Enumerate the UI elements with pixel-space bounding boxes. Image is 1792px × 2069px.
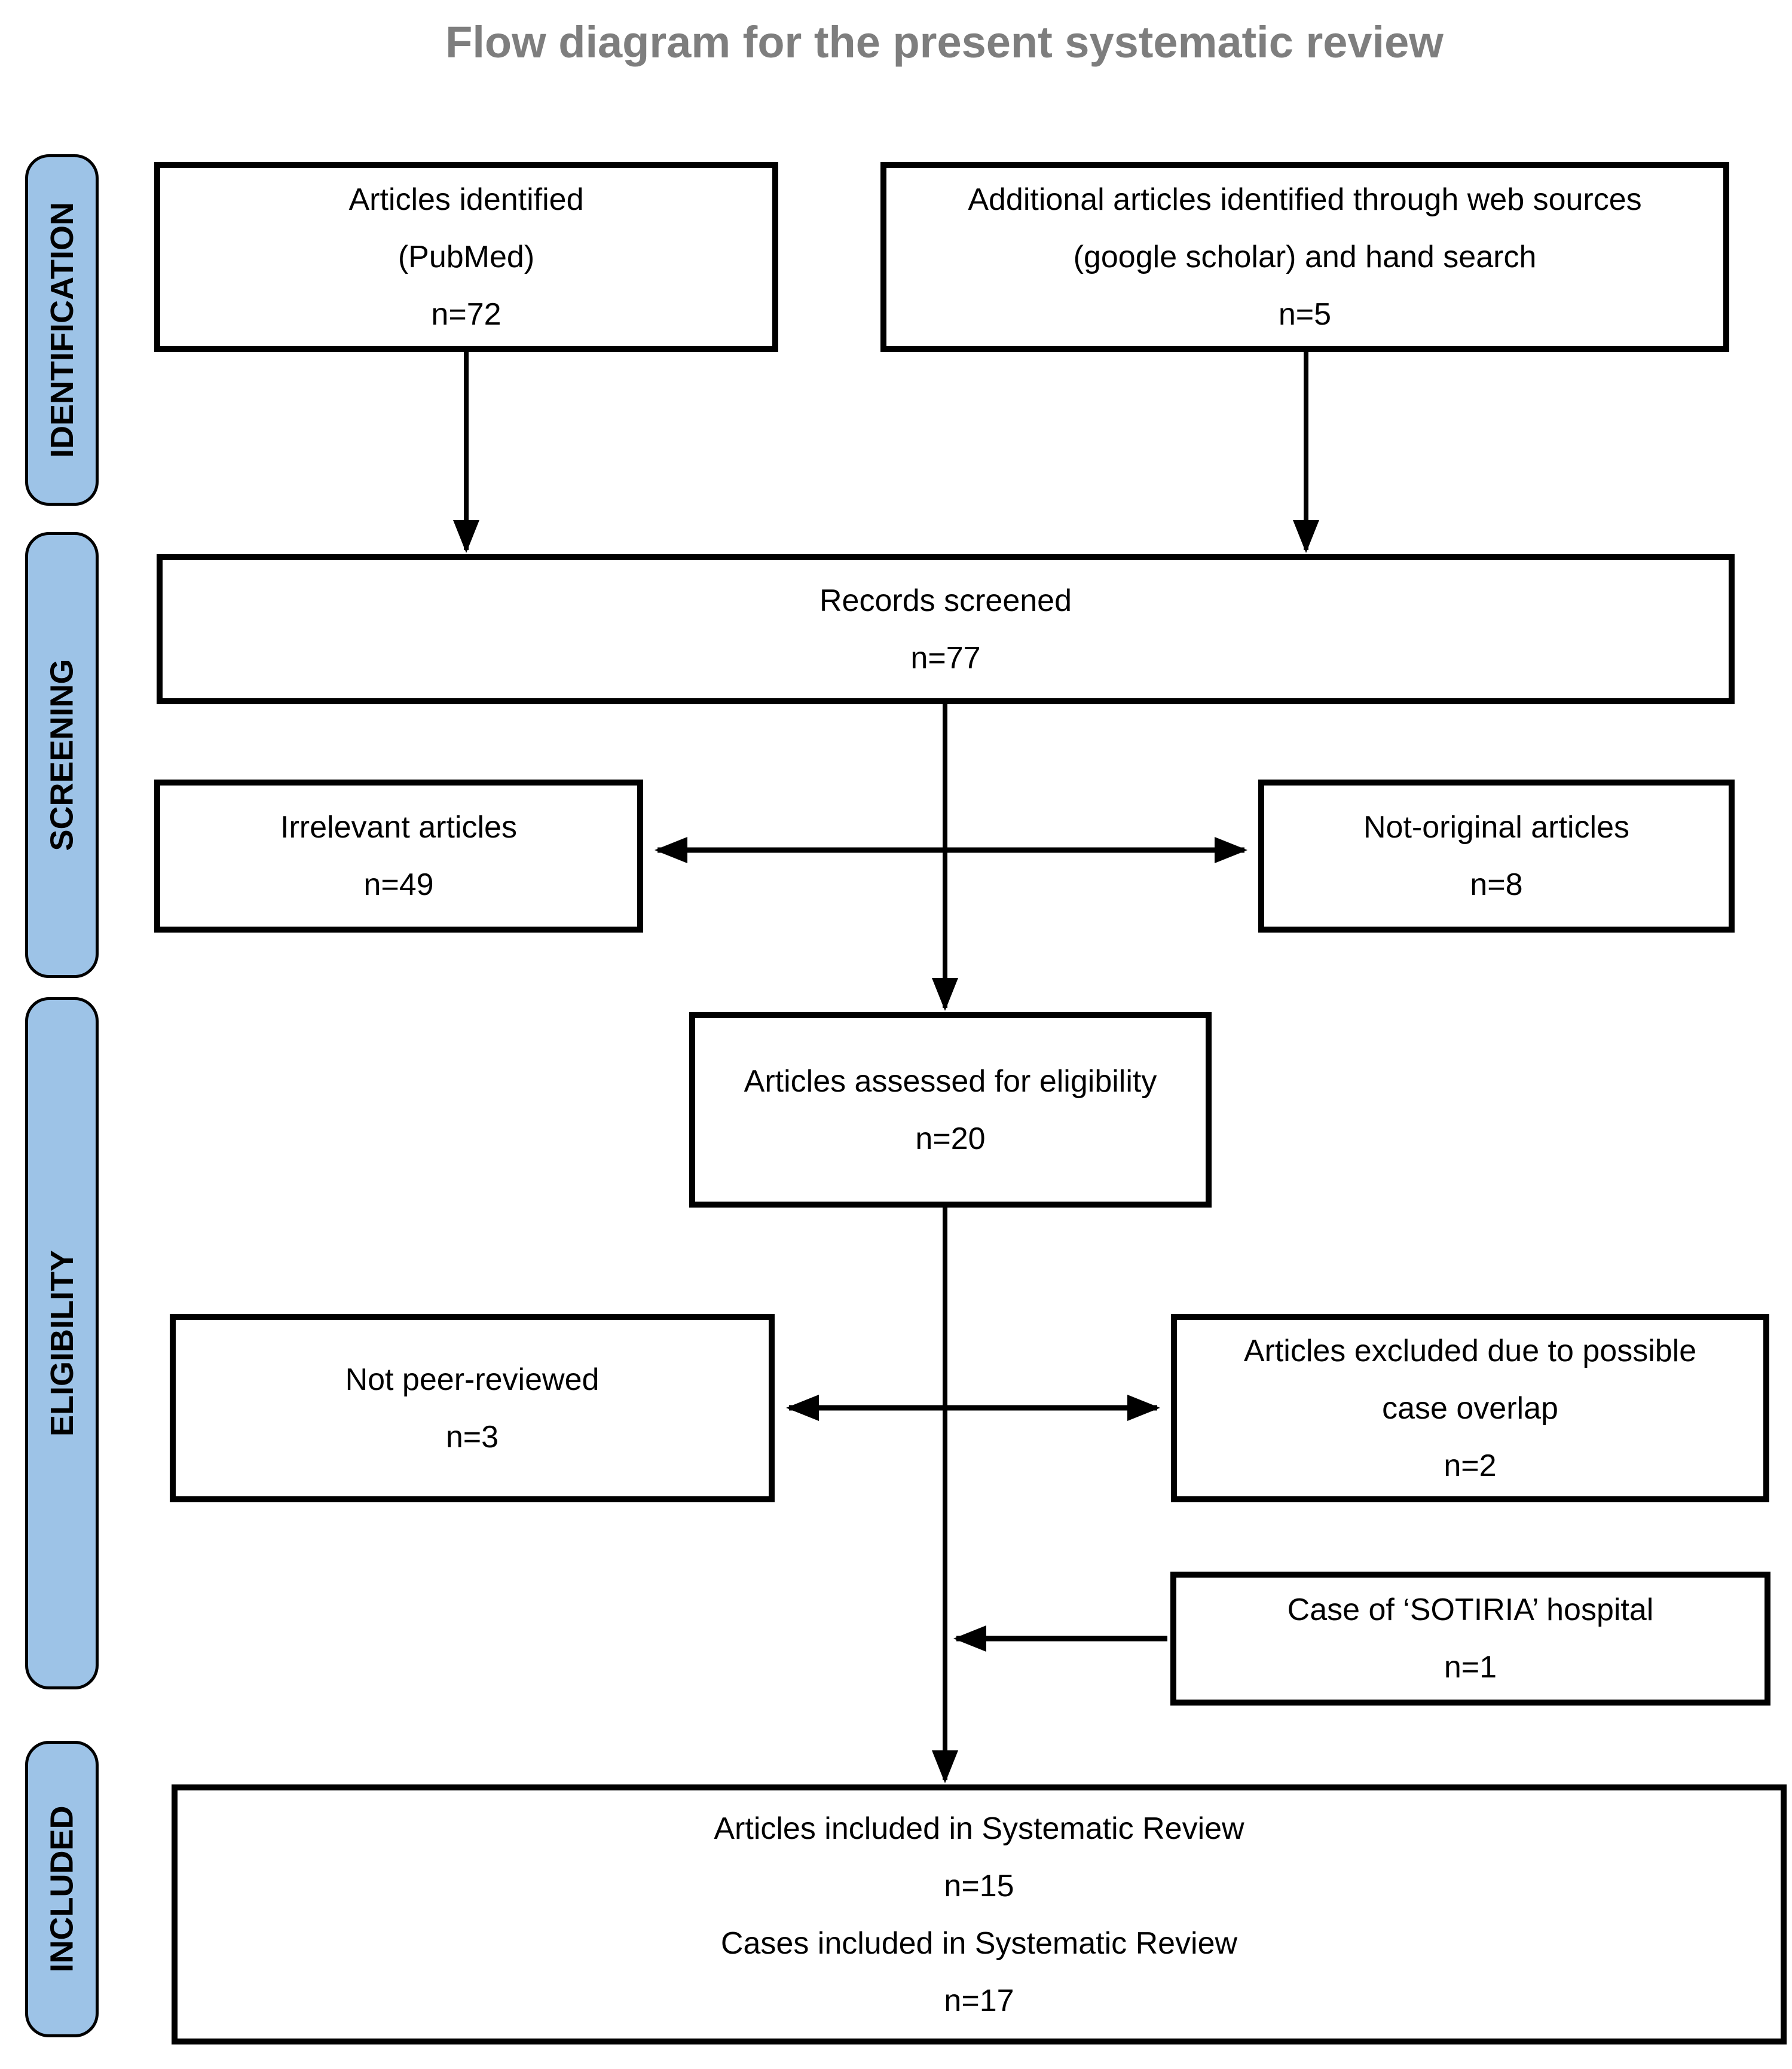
box-line: n=77 [910,640,981,676]
box-line: Case of ‘SOTIRIA’ hospital [1287,1593,1654,1627]
box-line: n=72 [431,297,501,332]
box-line: n=3 [445,1419,499,1454]
box-excluded-case-overlap: Articles excluded due to possible case o… [1171,1314,1769,1502]
box-line: n=8 [1470,867,1523,902]
box-line: n=2 [1444,1448,1497,1483]
box-line: n=49 [363,867,434,902]
stage-eligibility: ELIGIBILITY [25,997,99,1689]
box-line: Not-original articles [1363,810,1630,845]
stage-screening: SCREENING [25,532,99,978]
box-line: Irrelevant articles [280,810,517,845]
box-sotiria-hospital: Case of ‘SOTIRIA’ hospital n=1 [1170,1572,1770,1706]
stage-identification: IDENTIFICATION [25,154,99,506]
box-line: n=20 [915,1121,986,1156]
box-line: case overlap [1382,1390,1558,1426]
box-line: Articles assessed for eligibility [744,1063,1157,1099]
box-irrelevant-articles: Irrelevant articles n=49 [154,780,643,933]
box-included-review: Articles included in Systematic Review n… [172,1784,1787,2044]
box-line: (PubMed) [397,240,535,274]
box-line: n=1 [1444,1650,1497,1685]
box-line: Additional articles identified through w… [968,182,1642,217]
box-line: Records screened [819,583,1072,618]
box-line: Articles identified [348,182,584,217]
stage-included: INCLUDED [25,1741,99,2037]
box-line: Articles included in Systematic Review [714,1811,1244,1846]
box-line: n=5 [1278,297,1332,332]
box-not-peer-reviewed: Not peer-reviewed n=3 [170,1314,775,1502]
box-line: n=17 [944,1983,1014,2018]
box-articles-identified-pubmed: Articles identified (PubMed) n=72 [154,162,778,352]
box-records-screened: Records screened n=77 [157,554,1735,704]
box-line: Not peer-reviewed [345,1362,600,1397]
box-line: Articles excluded due to possible [1243,1333,1697,1368]
box-line: n=15 [944,1868,1014,1903]
box-line: (google scholar) and hand search [1073,240,1537,274]
diagram-title: Flow diagram for the present systematic … [445,17,1444,67]
box-articles-assessed: Articles assessed for eligibility n=20 [689,1012,1212,1208]
box-not-original-articles: Not-original articles n=8 [1258,780,1735,933]
box-additional-articles-web: Additional articles identified through w… [880,162,1729,352]
box-line: Cases included in Systematic Review [720,1926,1238,1961]
